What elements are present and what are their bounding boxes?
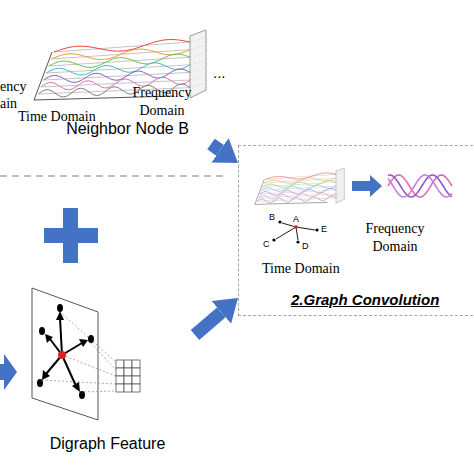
caption: Digraph Feature [50,435,166,453]
block-arrow [211,144,220,150]
dashed-box: 2.Graph Convolution [238,145,474,316]
axis-label: Frequency Domain [122,84,202,119]
block-arrow [0,354,17,390]
axis-label: Frequency Domain [352,220,438,255]
node-letter: B [269,212,275,223]
block-arrow [195,312,221,335]
axis-label: ency [0,78,26,96]
output-waves [388,175,452,197]
node-letter: E [321,224,327,235]
caption: 2.Graph Convolution [291,291,439,308]
divider [0,175,224,177]
axis-label: ... [213,64,226,83]
digraph-illustration [32,288,140,420]
block-arrow [352,175,382,197]
panel: Digraph Feature [20,285,195,455]
node-letter: D [302,241,309,252]
axis-label: Time Domain [262,260,340,278]
axis-label: ain [0,95,17,113]
axis-label: Time Domain [18,108,96,126]
plus-sign [44,208,98,263]
spectrogram [255,168,344,204]
node-letter: C [263,239,270,250]
node-letter: A [293,214,299,225]
